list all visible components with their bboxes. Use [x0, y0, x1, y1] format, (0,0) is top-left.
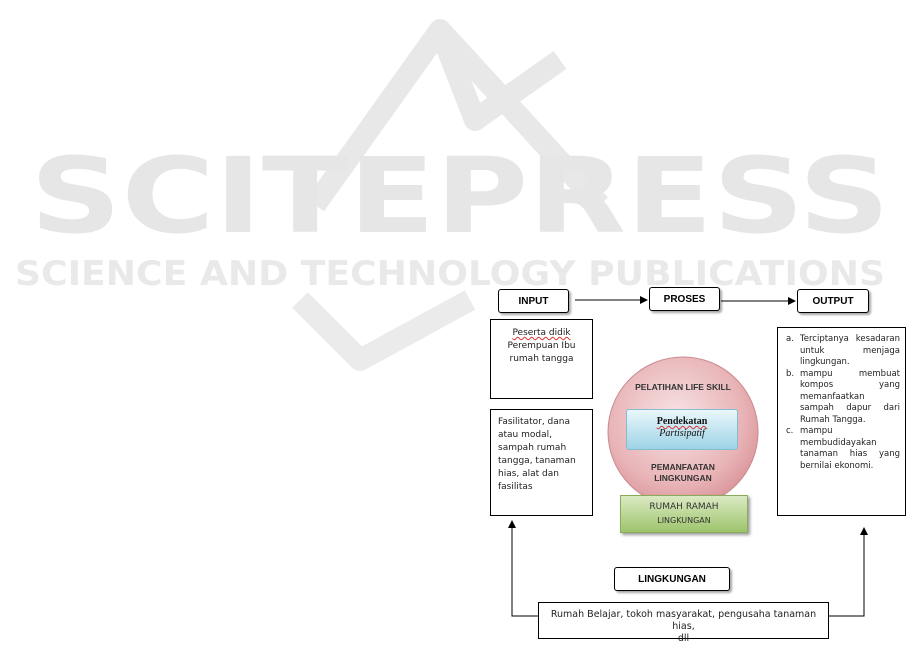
process-bottom-line-2: LINGKUNGAN	[654, 473, 712, 483]
input-participants-box: Peserta didik Perempuan Ibu rumah tangga	[490, 319, 593, 399]
watermark-book-icon	[306, 19, 609, 213]
environment-line-1: Rumah Belajar, tokoh masyarakat, pengusa…	[550, 609, 817, 632]
lingkungan-label: LINGKUNGAN	[614, 567, 730, 591]
output-item-text: Terciptanya kesadaran untuk menjaga ling…	[800, 334, 900, 367]
output-item: a. Terciptanya kesadaran untuk menjaga li…	[782, 334, 900, 369]
input-resources-line-5: hias, alat dan	[498, 469, 559, 479]
proses-label: PROSES	[649, 287, 720, 311]
input-resources-line-1: Fasilitator, dana	[498, 417, 571, 427]
watermark-title: SCITEPRESS	[30, 135, 890, 257]
output-item-text: mampu membudidayakan tanaman hias yang b…	[800, 426, 900, 471]
input-participants-line-2: Perempuan Ibu	[507, 341, 576, 351]
output-item: b. mampu membuat kompos yang memanfaatkan…	[782, 369, 900, 427]
base-line-1: RUMAH RAMAH	[649, 502, 719, 512]
output-list: a. Terciptanya kesadaran untuk menjaga li…	[782, 334, 900, 472]
output-item-marker: b.	[786, 368, 795, 379]
approach-box: Pendekatan Partisipatif	[626, 409, 738, 450]
output-item: c. mampu membudidayakan tanaman hias yang…	[782, 426, 900, 472]
base-line-2: LINGKUNGAN	[657, 516, 711, 525]
base-box: RUMAH RAMAH LINGKUNGAN	[620, 495, 748, 533]
output-box: a. Terciptanya kesadaran untuk menjaga li…	[777, 327, 906, 516]
input-resources-line-4: tangga, tanaman	[498, 456, 576, 466]
approach-title: Pendekatan	[656, 416, 708, 427]
output-item-marker: a.	[786, 334, 794, 344]
arrow-environment-to-output	[829, 527, 868, 617]
environment-line-2: dll	[677, 633, 690, 644]
process-bottom-text: PEMANFAATAN LINGKUNGAN	[613, 462, 753, 484]
process-top-text: PELATIHAN LIFE SKILL	[635, 382, 731, 392]
input-label: INPUT	[498, 289, 569, 313]
input-resources-box: Fasilitator, dana atau modal, sampah rum…	[490, 409, 593, 516]
watermark-subtitle: SCIENCE AND TECHNOLOGY PUBLICATIONS	[15, 254, 885, 294]
input-resources-line-6: fasilitas	[498, 482, 533, 492]
arrow-environment-to-input	[508, 520, 538, 617]
watermark-chevron-icon	[292, 290, 476, 371]
approach-subtitle: Partisipatif	[659, 428, 705, 439]
input-participants-line-3: rumah tangga	[509, 354, 574, 364]
process-bottom-line-1: PEMANFAATAN	[651, 462, 715, 472]
output-label: OUTPUT	[797, 289, 869, 313]
input-resources-line-2: atau modal,	[498, 430, 552, 440]
input-resources-line-3: sampah rumah	[498, 443, 567, 453]
input-participants-line-1: Peserta didik	[512, 328, 571, 338]
environment-box: Rumah Belajar, tokoh masyarakat, pengusa…	[538, 602, 829, 644]
output-item-text: mampu membuat kompos yang memanfaatkan s…	[800, 368, 900, 425]
output-item-marker: c.	[786, 426, 794, 436]
